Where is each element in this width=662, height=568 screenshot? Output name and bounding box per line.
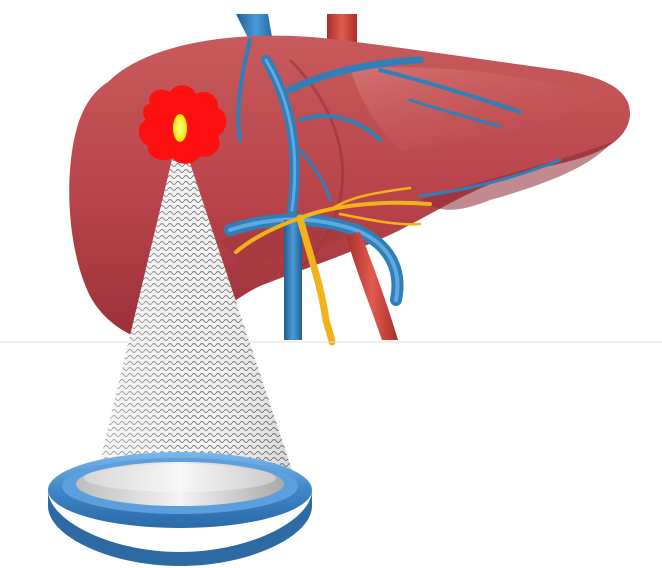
focal-point [173,114,187,142]
ultrasound-transducer [48,452,312,566]
